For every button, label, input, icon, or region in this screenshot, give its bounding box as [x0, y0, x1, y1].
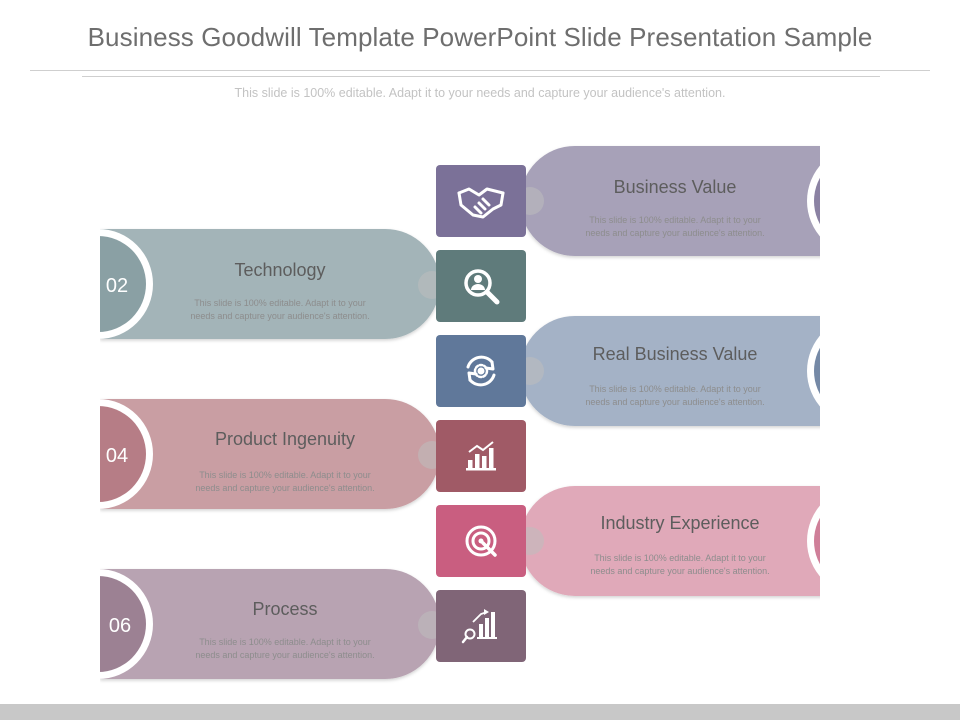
bar-chart-icon	[466, 441, 496, 471]
card-edge-mask	[0, 392, 100, 516]
diagram-item-05: 05 Industry Experience This slide is 100…	[436, 480, 960, 602]
refresh-gear-icon	[466, 355, 496, 387]
item-desc-line2: needs and capture your audience's attent…	[195, 650, 374, 660]
handshake-icon	[457, 187, 505, 219]
item-desc-line1: This slide is 100% editable. Adapt it to…	[199, 637, 371, 647]
diagram-item-03: 03 Real Business Value This slide is 100…	[436, 310, 960, 432]
card-edge-mask	[0, 222, 100, 346]
item-number: 01	[831, 191, 853, 213]
card-body	[100, 569, 440, 679]
card-edge-mask	[820, 140, 960, 262]
item-number: 05	[831, 531, 853, 553]
title-divider-inner	[82, 76, 880, 77]
item-desc-line1: This slide is 100% editable. Adapt it to…	[194, 298, 366, 308]
item-desc-line1: This slide is 100% editable. Adapt it to…	[589, 384, 761, 394]
item-desc-line2: needs and capture your audience's attent…	[195, 483, 374, 493]
item-number: 06	[109, 615, 131, 637]
slide-subtitle: This slide is 100% editable. Adapt it to…	[234, 86, 726, 100]
card-body	[520, 146, 860, 256]
diagram-item-06: 06 Process This slide is 100% editable. …	[0, 562, 526, 686]
item-number: 02	[106, 275, 128, 297]
item-desc-line2: needs and capture your audience's attent…	[585, 228, 764, 238]
footer-bar	[0, 704, 960, 720]
item-number: 03	[831, 361, 853, 383]
item-title: Technology	[234, 260, 325, 280]
icon-box	[436, 420, 526, 492]
card-body	[520, 486, 860, 596]
card-body	[100, 229, 440, 339]
title-divider	[30, 70, 930, 71]
item-title: Product Ingenuity	[215, 429, 355, 449]
item-title: Business Value	[614, 177, 737, 197]
card-edge-mask	[820, 310, 960, 432]
card-edge-mask	[820, 480, 960, 602]
item-desc-line1: This slide is 100% editable. Adapt it to…	[199, 470, 371, 480]
item-title: Industry Experience	[600, 513, 759, 533]
diagram-item-04: 04 Product Ingenuity This slide is 100% …	[0, 392, 526, 516]
diagram-item-01: 01 Business Value This slide is 100% edi…	[436, 140, 960, 262]
icon-box	[436, 165, 526, 237]
growth-chart-icon	[461, 609, 497, 644]
item-number: 04	[106, 445, 128, 467]
item-desc-line2: needs and capture your audience's attent…	[585, 397, 764, 407]
card-edge-mask	[0, 562, 100, 686]
item-desc-line1: This slide is 100% editable. Adapt it to…	[594, 553, 766, 563]
target-icon	[465, 525, 497, 557]
item-title: Process	[252, 599, 317, 619]
card-body	[520, 316, 860, 426]
item-desc-line1: This slide is 100% editable. Adapt it to…	[589, 215, 761, 225]
slide-title: Business Goodwill Template PowerPoint Sl…	[87, 22, 873, 52]
card-body	[100, 399, 440, 509]
diagram-item-02: 02 Technology This slide is 100% editabl…	[0, 222, 526, 346]
item-desc-line2: needs and capture your audience's attent…	[590, 566, 769, 576]
item-desc-line2: needs and capture your audience's attent…	[190, 311, 369, 321]
search-user-icon	[464, 269, 500, 305]
item-title: Real Business Value	[593, 344, 758, 364]
